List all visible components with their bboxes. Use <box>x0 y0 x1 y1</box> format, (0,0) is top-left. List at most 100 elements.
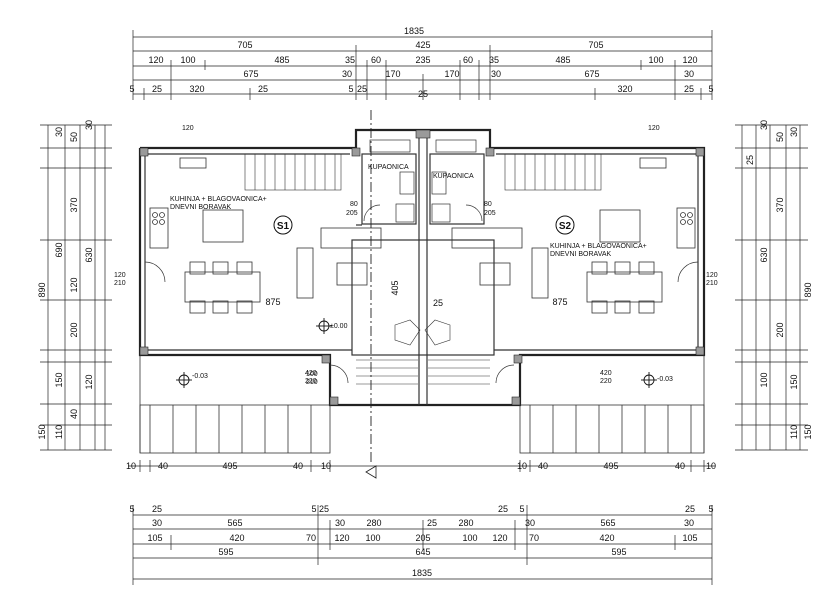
door-mark: 120 <box>648 125 660 132</box>
dim: 320 <box>189 84 204 94</box>
dim: 30 <box>335 518 345 528</box>
dim: 25 <box>685 504 695 514</box>
dim: 35 <box>489 55 499 65</box>
dim-top-left: 705 <box>237 40 252 50</box>
bottom-dimension-labels: 10 40 495 40 10 10 40 495 40 10 5 25 5 2… <box>126 461 716 578</box>
dim: 40 <box>675 461 685 471</box>
dim: 645 <box>415 547 430 557</box>
misc-dim: 405 <box>390 280 400 295</box>
dim: 30 <box>84 120 94 130</box>
dim-top-right: 705 <box>588 40 603 50</box>
dim: 120 <box>69 277 79 292</box>
right-dimension-chain <box>735 124 808 451</box>
room-label-bath-s2: KUPAONICA <box>433 173 474 180</box>
dim: 25 <box>152 504 162 514</box>
dim: 30 <box>152 518 162 528</box>
dim: 630 <box>84 247 94 262</box>
dim: 565 <box>227 518 242 528</box>
furniture-right <box>451 157 696 314</box>
dim: 35 <box>345 55 355 65</box>
dim: 25 <box>745 155 755 165</box>
dim: 25 <box>357 84 367 94</box>
dim: 105 <box>682 533 697 543</box>
door-mark: 120 <box>706 272 718 279</box>
dim: 100 <box>180 55 195 65</box>
dim: 150 <box>54 372 64 387</box>
dim: 420 <box>599 533 614 543</box>
unit-label-s2: S2 <box>555 215 575 235</box>
left-dimension-chain <box>40 124 112 451</box>
dim: 40 <box>69 409 79 419</box>
dim: 495 <box>603 461 618 471</box>
columns <box>139 129 705 406</box>
dim: 60 <box>371 55 381 65</box>
dim: 630 <box>759 247 769 262</box>
dim: 150 <box>37 424 47 439</box>
dim: 120 <box>492 533 507 543</box>
dim: 5 <box>129 504 134 514</box>
dim: 25 <box>418 89 428 99</box>
room-width-s2: 875 <box>552 297 567 307</box>
dim: 110 <box>54 425 64 439</box>
staircase-left <box>244 153 342 191</box>
door-mark: 205 <box>484 210 496 217</box>
dim: 30 <box>342 69 352 79</box>
dim: 30 <box>491 69 501 79</box>
exterior-walls <box>138 128 706 407</box>
dim: 205 <box>415 533 430 543</box>
dim-top-mid: 425 <box>415 40 430 50</box>
dim: 5 <box>348 84 353 94</box>
level-label: -0.03 <box>192 373 208 380</box>
dim: 25 <box>258 84 268 94</box>
dim: 30 <box>684 69 694 79</box>
dim: 10 <box>321 461 331 471</box>
level-label: ±0.00 <box>330 323 348 330</box>
dim: 30 <box>525 518 535 528</box>
dim: 675 <box>584 69 599 79</box>
dim: 150 <box>789 374 799 389</box>
dim-total-top: 1835 <box>404 26 424 36</box>
door-mark: 420 <box>305 370 317 377</box>
door-mark: 80 <box>350 201 358 208</box>
dim: 60 <box>463 55 473 65</box>
door-mark: 420 <box>600 370 612 377</box>
dim: 30 <box>789 127 799 137</box>
dim: 320 <box>617 84 632 94</box>
dim: 5 <box>708 504 713 514</box>
dim-total-bottom: 1835 <box>412 568 432 578</box>
dim: 485 <box>274 55 289 65</box>
dim: 30 <box>684 518 694 528</box>
dim: 40 <box>538 461 548 471</box>
door-mark: 220 <box>305 378 317 385</box>
dim: 110 <box>789 425 799 439</box>
dim: 370 <box>775 197 785 212</box>
dim: 10 <box>706 461 716 471</box>
dim: 235 <box>415 55 430 65</box>
dim: 25 <box>152 84 162 94</box>
dim: 25 <box>427 518 437 528</box>
dim: 50 <box>69 132 79 142</box>
dim: 70 <box>306 533 316 543</box>
dim: 420 <box>229 533 244 543</box>
dim: 370 <box>69 197 79 212</box>
staircase-right <box>504 153 602 191</box>
dim: 105 <box>147 533 162 543</box>
dim-right-total: 890 <box>803 282 813 297</box>
door-mark: 210 <box>114 280 126 287</box>
doors <box>144 204 699 384</box>
dim: 30 <box>759 120 769 130</box>
dim: 5 <box>129 84 134 94</box>
dim: 25 <box>498 504 508 514</box>
door-mark: 120 <box>114 272 126 279</box>
right-dimension-labels: 890 30 50 30 370 25 630 200 150 100 110 … <box>745 120 813 440</box>
dim: 280 <box>366 518 381 528</box>
dim: 40 <box>293 461 303 471</box>
dim: 50 <box>775 132 785 142</box>
bathroom-fixtures <box>369 139 477 223</box>
door-mark: 120 <box>182 125 194 132</box>
door-mark: 210 <box>706 280 718 287</box>
dim: 100 <box>462 533 477 543</box>
unit-label-s1-text: S1 <box>277 221 290 232</box>
dim: 200 <box>775 322 785 337</box>
